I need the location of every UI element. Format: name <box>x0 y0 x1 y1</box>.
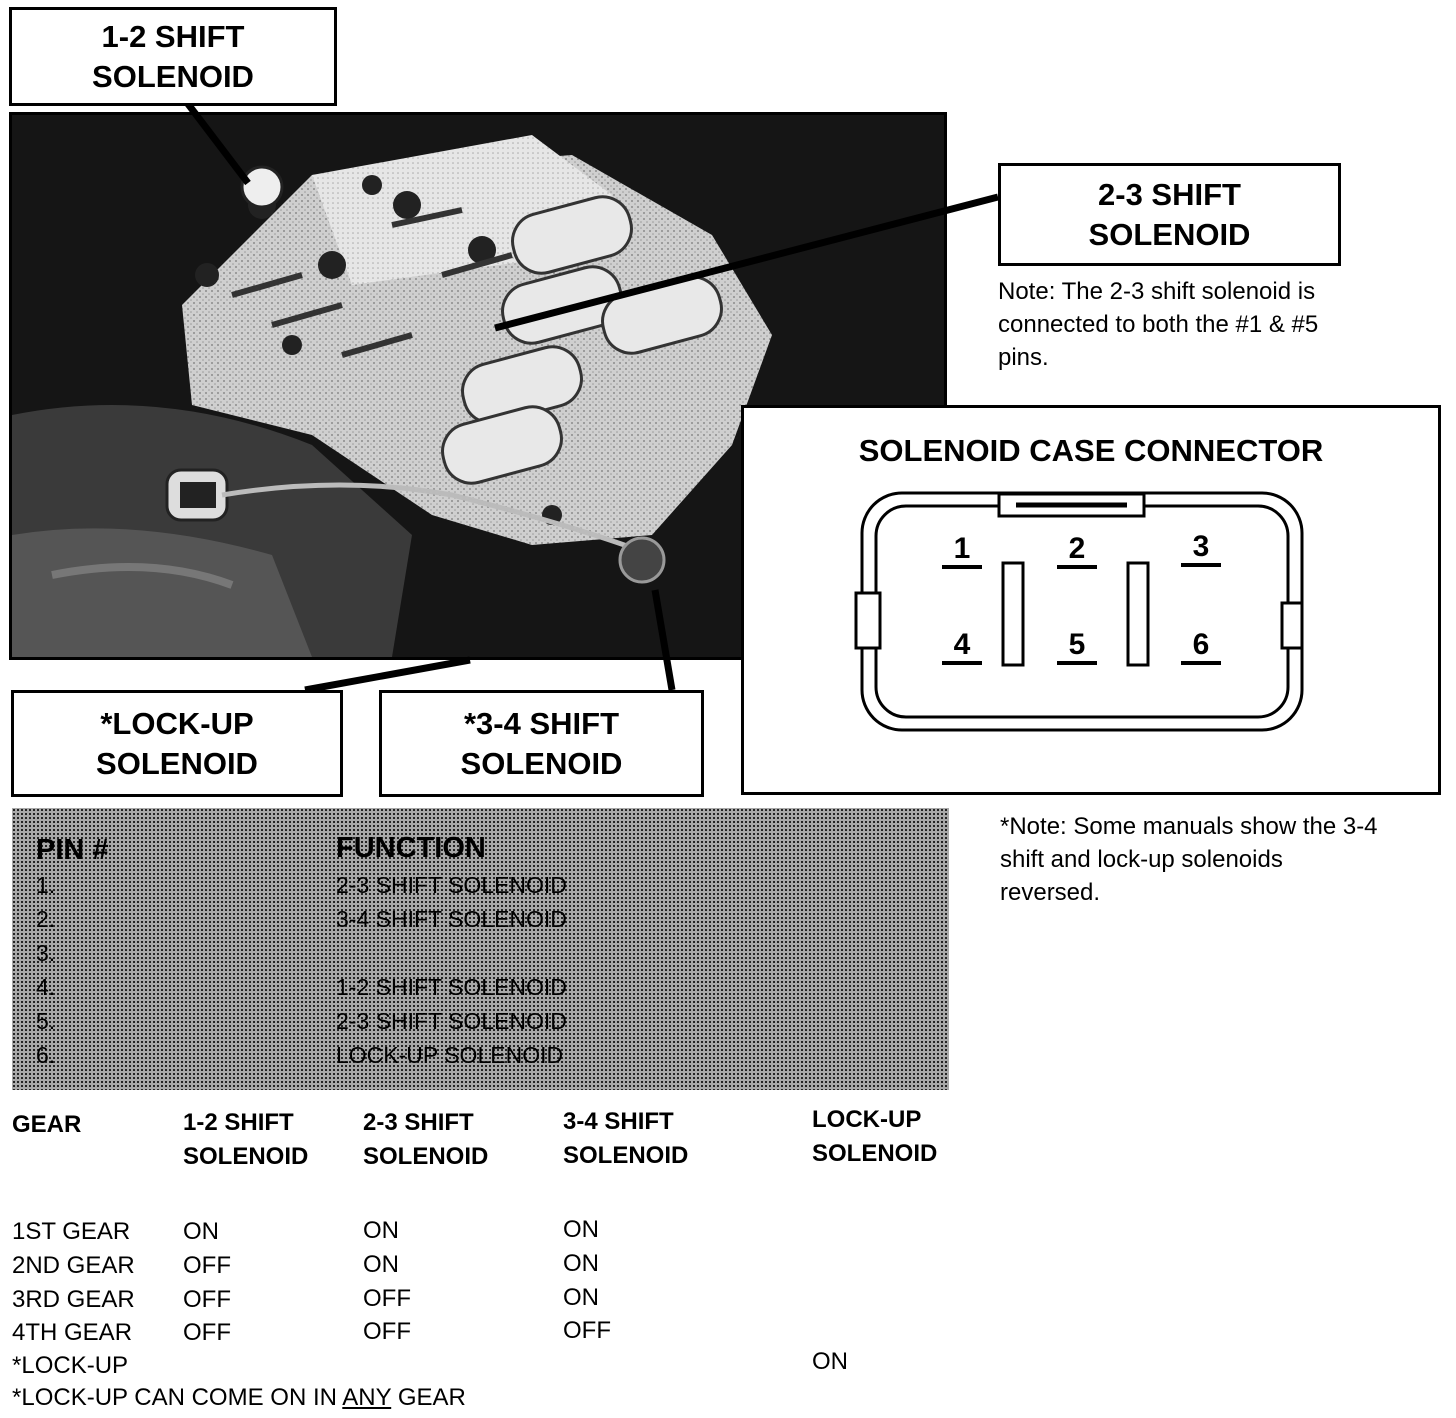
pin-2-label: 2 <box>1069 532 1086 565</box>
pin-4-label: 4 <box>954 628 971 661</box>
gear-row-s34: OFF <box>563 1317 611 1344</box>
leader-2-3-shift <box>494 193 999 332</box>
pin-row-function: 1-2 SHIFT SOLENOID <box>336 974 567 1000</box>
connector-left-tab <box>854 591 882 650</box>
s23-column-header: 2-3 SHIFT SOLENOID <box>363 1106 488 1174</box>
connector-drawing: 1 2 3 4 5 6 <box>854 491 1304 732</box>
pin-row-function: 3-4 SHIFT SOLENOID <box>336 906 567 932</box>
callout-line: SOLENOID <box>460 745 623 781</box>
pin-6-label: 6 <box>1193 628 1210 661</box>
gear-row-s23: OFF <box>363 1285 411 1312</box>
pin-row-number: 6. <box>36 1042 56 1068</box>
connector-outer-shell <box>860 491 1304 732</box>
gear-row-label: 1ST GEAR <box>12 1218 131 1245</box>
gear-row-label: 3RD GEAR <box>12 1286 135 1313</box>
callout-1-2-shift-solenoid: 1-2 SHIFT SOLENOID <box>9 7 337 106</box>
callout-line: 2-3 SHIFT <box>1098 176 1241 212</box>
note-reversed-solenoids: *Note: Some manuals show the 3-4 shift a… <box>1000 810 1378 909</box>
lockup-footnote: *LOCK-UP CAN COME ON IN ANY GEAR <box>12 1381 466 1415</box>
footnote-emphasis: ANY <box>342 1384 392 1411</box>
leader-lockup <box>304 656 471 694</box>
connector-key-bar <box>1126 561 1150 667</box>
header-line: SOLENOID <box>363 1143 489 1170</box>
callout-line: SOLENOID <box>96 745 258 781</box>
header-line: 1-2 SHIFT <box>183 1109 294 1136</box>
callout-2-3-shift-solenoid: 2-3 SHIFT SOLENOID <box>998 163 1341 266</box>
valve-body-illustration <box>12 115 944 657</box>
note-line: Note: The 2-3 shift solenoid is <box>998 278 1316 305</box>
note-line: reversed. <box>1000 879 1101 906</box>
gear-row-s34: ON <box>563 1250 599 1277</box>
note-line: pins. <box>998 344 1049 371</box>
pin-5-label: 5 <box>1069 628 1086 661</box>
header-line: SOLENOID <box>812 1140 938 1167</box>
gear-row-s12: OFF <box>183 1319 231 1346</box>
gear-row-s12: ON <box>183 1218 219 1245</box>
callout-line: SOLENOID <box>92 58 254 94</box>
gear-row-label: 4TH GEAR <box>12 1319 133 1346</box>
callout-line: *LOCK-UP <box>100 705 254 741</box>
connector-title: SOLENOID CASE CONNECTOR <box>858 433 1324 468</box>
solenoid-case-connector-panel: SOLENOID CASE CONNECTOR 1 2 3 4 5 6 <box>741 405 1441 795</box>
footnote-text: GEAR <box>391 1384 466 1411</box>
callout-3-4-shift-solenoid: *3-4 SHIFT SOLENOID <box>379 690 704 797</box>
gear-row-s23: OFF <box>363 1318 411 1345</box>
gear-row-s23: ON <box>363 1217 399 1244</box>
pin-3-label: 3 <box>1193 530 1210 563</box>
note-line: shift and lock-up solenoids <box>1000 846 1283 873</box>
pin-row-number: 1. <box>36 872 56 898</box>
pin-1-label: 1 <box>954 532 971 565</box>
callout-line: 1-2 SHIFT <box>101 18 245 54</box>
header-line: SOLENOID <box>183 1143 309 1170</box>
gear-row-s34: ON <box>563 1216 599 1243</box>
pin-row-number: 2. <box>36 906 56 932</box>
connector-key-bar <box>1001 561 1025 667</box>
gear-row-label: *LOCK-UP <box>12 1352 129 1379</box>
s12-column-header: 1-2 SHIFT SOLENOID <box>183 1106 308 1174</box>
leader-1-2-shift <box>182 97 251 186</box>
connector-right-tab <box>1280 601 1304 650</box>
header-line: 2-3 SHIFT <box>363 1109 474 1136</box>
s34-column-header: 3-4 SHIFT SOLENOID <box>563 1105 688 1173</box>
pin-function-table: PIN # FUNCTION 1. 2-3 SHIFT SOLENOID 2. … <box>12 808 949 1090</box>
pin-row-function: 2-3 SHIFT SOLENOID <box>336 1008 567 1034</box>
valve-body-photo <box>9 112 947 660</box>
pin-row-function: 2-3 SHIFT SOLENOID <box>336 872 567 898</box>
footnote-text: *LOCK-UP CAN COME ON IN <box>12 1384 343 1411</box>
header-line: 3-4 SHIFT <box>563 1108 674 1135</box>
gear-row-s23: ON <box>363 1251 399 1278</box>
pin-row-function: LOCK-UP SOLENOID <box>336 1042 564 1068</box>
leader-3-4-shift <box>651 589 676 691</box>
note-line: connected to both the #1 & #5 <box>998 311 1319 338</box>
callout-lockup-solenoid: *LOCK-UP SOLENOID <box>11 690 343 797</box>
gear-row-lockup: ON <box>812 1348 848 1375</box>
header-line: SOLENOID <box>563 1142 689 1169</box>
pin-row-number: 3. <box>36 940 56 966</box>
header-line: LOCK-UP <box>812 1106 922 1133</box>
pin-column-header: PIN # <box>36 834 109 866</box>
lockup-column-header: LOCK-UP SOLENOID <box>812 1103 937 1171</box>
callout-line: *3-4 SHIFT <box>463 705 620 741</box>
gear-row-label: 2ND GEAR <box>12 1252 135 1279</box>
gear-row-s12: OFF <box>183 1252 231 1279</box>
gear-column-header: GEAR <box>12 1111 82 1138</box>
pin-row-number: 5. <box>36 1008 56 1034</box>
function-column-header: FUNCTION <box>336 832 486 864</box>
gear-row-s12: OFF <box>183 1286 231 1313</box>
callout-line: SOLENOID <box>1088 216 1251 252</box>
pin-row-number: 4. <box>36 974 56 1000</box>
note-line: *Note: Some manuals show the 3-4 <box>1000 813 1378 840</box>
note-2-3-shift: Note: The 2-3 shift solenoid is connecte… <box>998 275 1318 374</box>
gear-row-s34: ON <box>563 1284 599 1311</box>
